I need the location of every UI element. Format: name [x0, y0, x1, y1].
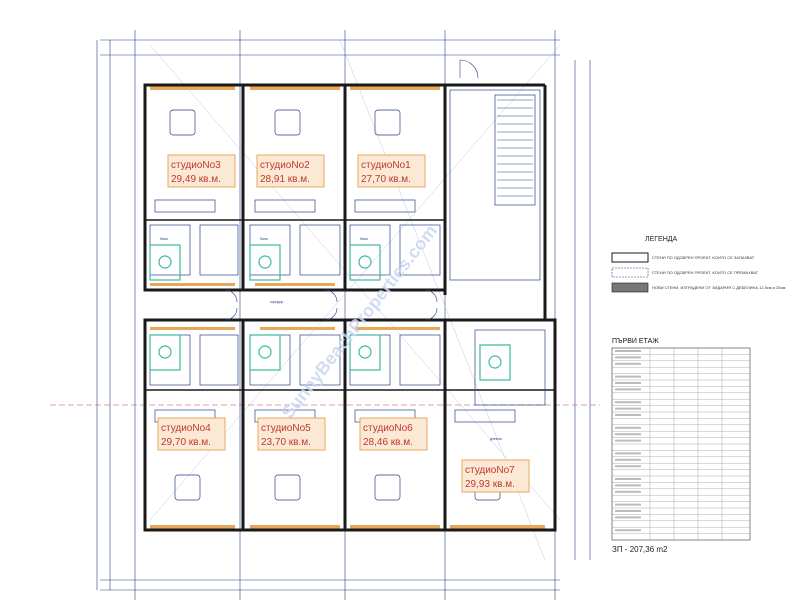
svg-text:коридор: коридор	[270, 300, 283, 304]
table-cell-text	[615, 465, 641, 468]
table-cell-text	[615, 452, 641, 455]
studio-label-3: студиоNo3 29,49 кв.м.	[167, 154, 236, 188]
doors	[224, 59, 479, 321]
table-cell-text	[615, 439, 641, 442]
table-cell-text	[615, 458, 641, 461]
table-cell-text	[615, 362, 641, 365]
legend-item: СТЕНИ ПО ОДОБРЕН ПРОЕКТ, КОИТО СЕ ПРЕМАХ…	[652, 270, 759, 275]
table-cell-text	[615, 350, 641, 352]
svg-text:баня: баня	[160, 237, 168, 241]
table-cell-text	[615, 490, 641, 493]
svg-text:баня: баня	[260, 237, 268, 241]
studio-area: 29,70 кв.м.	[161, 437, 211, 448]
legend-item: СТЕНИ ПО ОДОБРЕН ПРОЕКТ, КОИТО СЕ ЗАПАЗВ…	[652, 255, 755, 260]
studio-name: студиоNo5	[261, 423, 311, 434]
legend-title: ЛЕГЕНДА	[645, 236, 678, 243]
table-cell-text	[615, 388, 641, 391]
studio-area: 28,91 кв.м.	[260, 174, 310, 185]
svg-text:баня: баня	[360, 237, 368, 241]
studio-name: студиоNo6	[363, 423, 413, 434]
legend-swatch-kept	[611, 252, 649, 263]
table-rows	[612, 348, 750, 540]
studio-area: 27,70 кв.м.	[361, 174, 411, 185]
svg-text:дневна: дневна	[490, 437, 502, 441]
studio-area: 29,49 кв.м.	[171, 174, 221, 185]
studio-label-7: студиоNo7 29,93 кв.м.	[461, 459, 530, 493]
walls	[143, 83, 557, 532]
bathrooms	[149, 244, 511, 381]
legend-item: НОВИ СТЕНИ, ИЗГРАДЕНИ ОТ ЗИДАРИЯ С ДЕБЕЛ…	[652, 285, 786, 290]
studio-label-1: студиоNo1 27,70 кв.м.	[357, 154, 426, 188]
floor-title: ПЪРВИ ЕТАЖ	[612, 338, 659, 345]
studio-label-5: студиоNo5 23,70 кв.м.	[257, 417, 326, 451]
window-highlights	[150, 86, 545, 529]
floor-table: ПЪРВИ ЕТАЖ ЗП - 207,36 m2	[611, 338, 751, 554]
studio-name: студиоNo2	[260, 160, 310, 171]
table-cell-text	[615, 433, 641, 436]
table-cell-text	[615, 401, 641, 404]
floor-summary: ЗП - 207,36 m2	[612, 545, 668, 554]
table-cell-text	[615, 426, 641, 429]
studio-name: студиоNo7	[465, 465, 515, 476]
table-cell-text	[615, 382, 641, 384]
legend-swatch-removed	[611, 267, 649, 278]
studio-area: 23,70 кв.м.	[261, 437, 311, 448]
table-cell-text	[615, 503, 641, 506]
table-cell-text	[615, 356, 641, 359]
table-cell-text	[615, 414, 641, 416]
table-cell-text	[615, 516, 641, 519]
studio-labels: студиоNo3 29,49 кв.м. студиоNo2 28,91 кв…	[157, 154, 530, 493]
studio-label-4: студиоNo4 29,70 кв.м.	[157, 417, 226, 451]
table-cell-text	[615, 529, 641, 532]
staircase	[497, 99, 533, 197]
table-cell-text	[615, 510, 641, 512]
table-cell-text	[615, 484, 641, 487]
studio-area: 28,46 кв.м.	[363, 437, 413, 448]
studio-name: студиоNo4	[161, 423, 211, 434]
legend-swatch-new	[611, 282, 649, 293]
studio-label-6: студиоNo6 28,46 кв.м.	[359, 417, 428, 451]
studio-area: 29,93 кв.м.	[465, 479, 515, 490]
table-cell-text	[615, 478, 641, 480]
legend: ЛЕГЕНДА СТЕНИ ПО ОДОБРЕН ПРОЕКТ, КОИТО С…	[611, 236, 786, 293]
studio-name: студиоNo3	[171, 160, 221, 171]
studio-name: студиоNo1	[361, 160, 411, 171]
table-cell-text	[615, 407, 641, 410]
studio-label-2: студиоNo2 28,91 кв.м.	[256, 154, 325, 188]
table-cell-text	[615, 375, 641, 378]
